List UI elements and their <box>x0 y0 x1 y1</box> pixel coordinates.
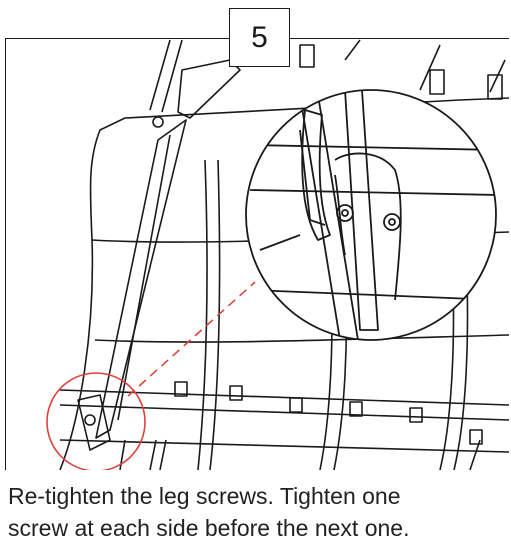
leg-foot <box>77 394 111 451</box>
highlight-circle <box>46 372 146 472</box>
instruction-line-1: Re-tighten the leg screws. Tighten one <box>8 483 401 509</box>
slab-lower-edge <box>94 334 509 343</box>
strap-1 <box>197 159 208 470</box>
screw-zoom-2 <box>383 213 401 231</box>
step-number-box: 5 <box>229 8 290 67</box>
leg-plate <box>177 59 241 119</box>
instruction-line-2: screw at each side before the next one. <box>8 515 410 541</box>
callout-leader-line <box>127 281 256 397</box>
top-screw <box>152 116 164 128</box>
screw-zoom-1 <box>336 204 354 222</box>
leg-bracket-zoom <box>301 109 331 241</box>
bottom-screw <box>84 414 96 426</box>
bottom-rail <box>59 389 509 406</box>
leg-bar <box>95 119 187 439</box>
bracket <box>299 44 315 68</box>
step-number: 5 <box>251 20 268 54</box>
instruction-caption: Re-tighten the leg screws. Tighten one s… <box>0 470 511 544</box>
